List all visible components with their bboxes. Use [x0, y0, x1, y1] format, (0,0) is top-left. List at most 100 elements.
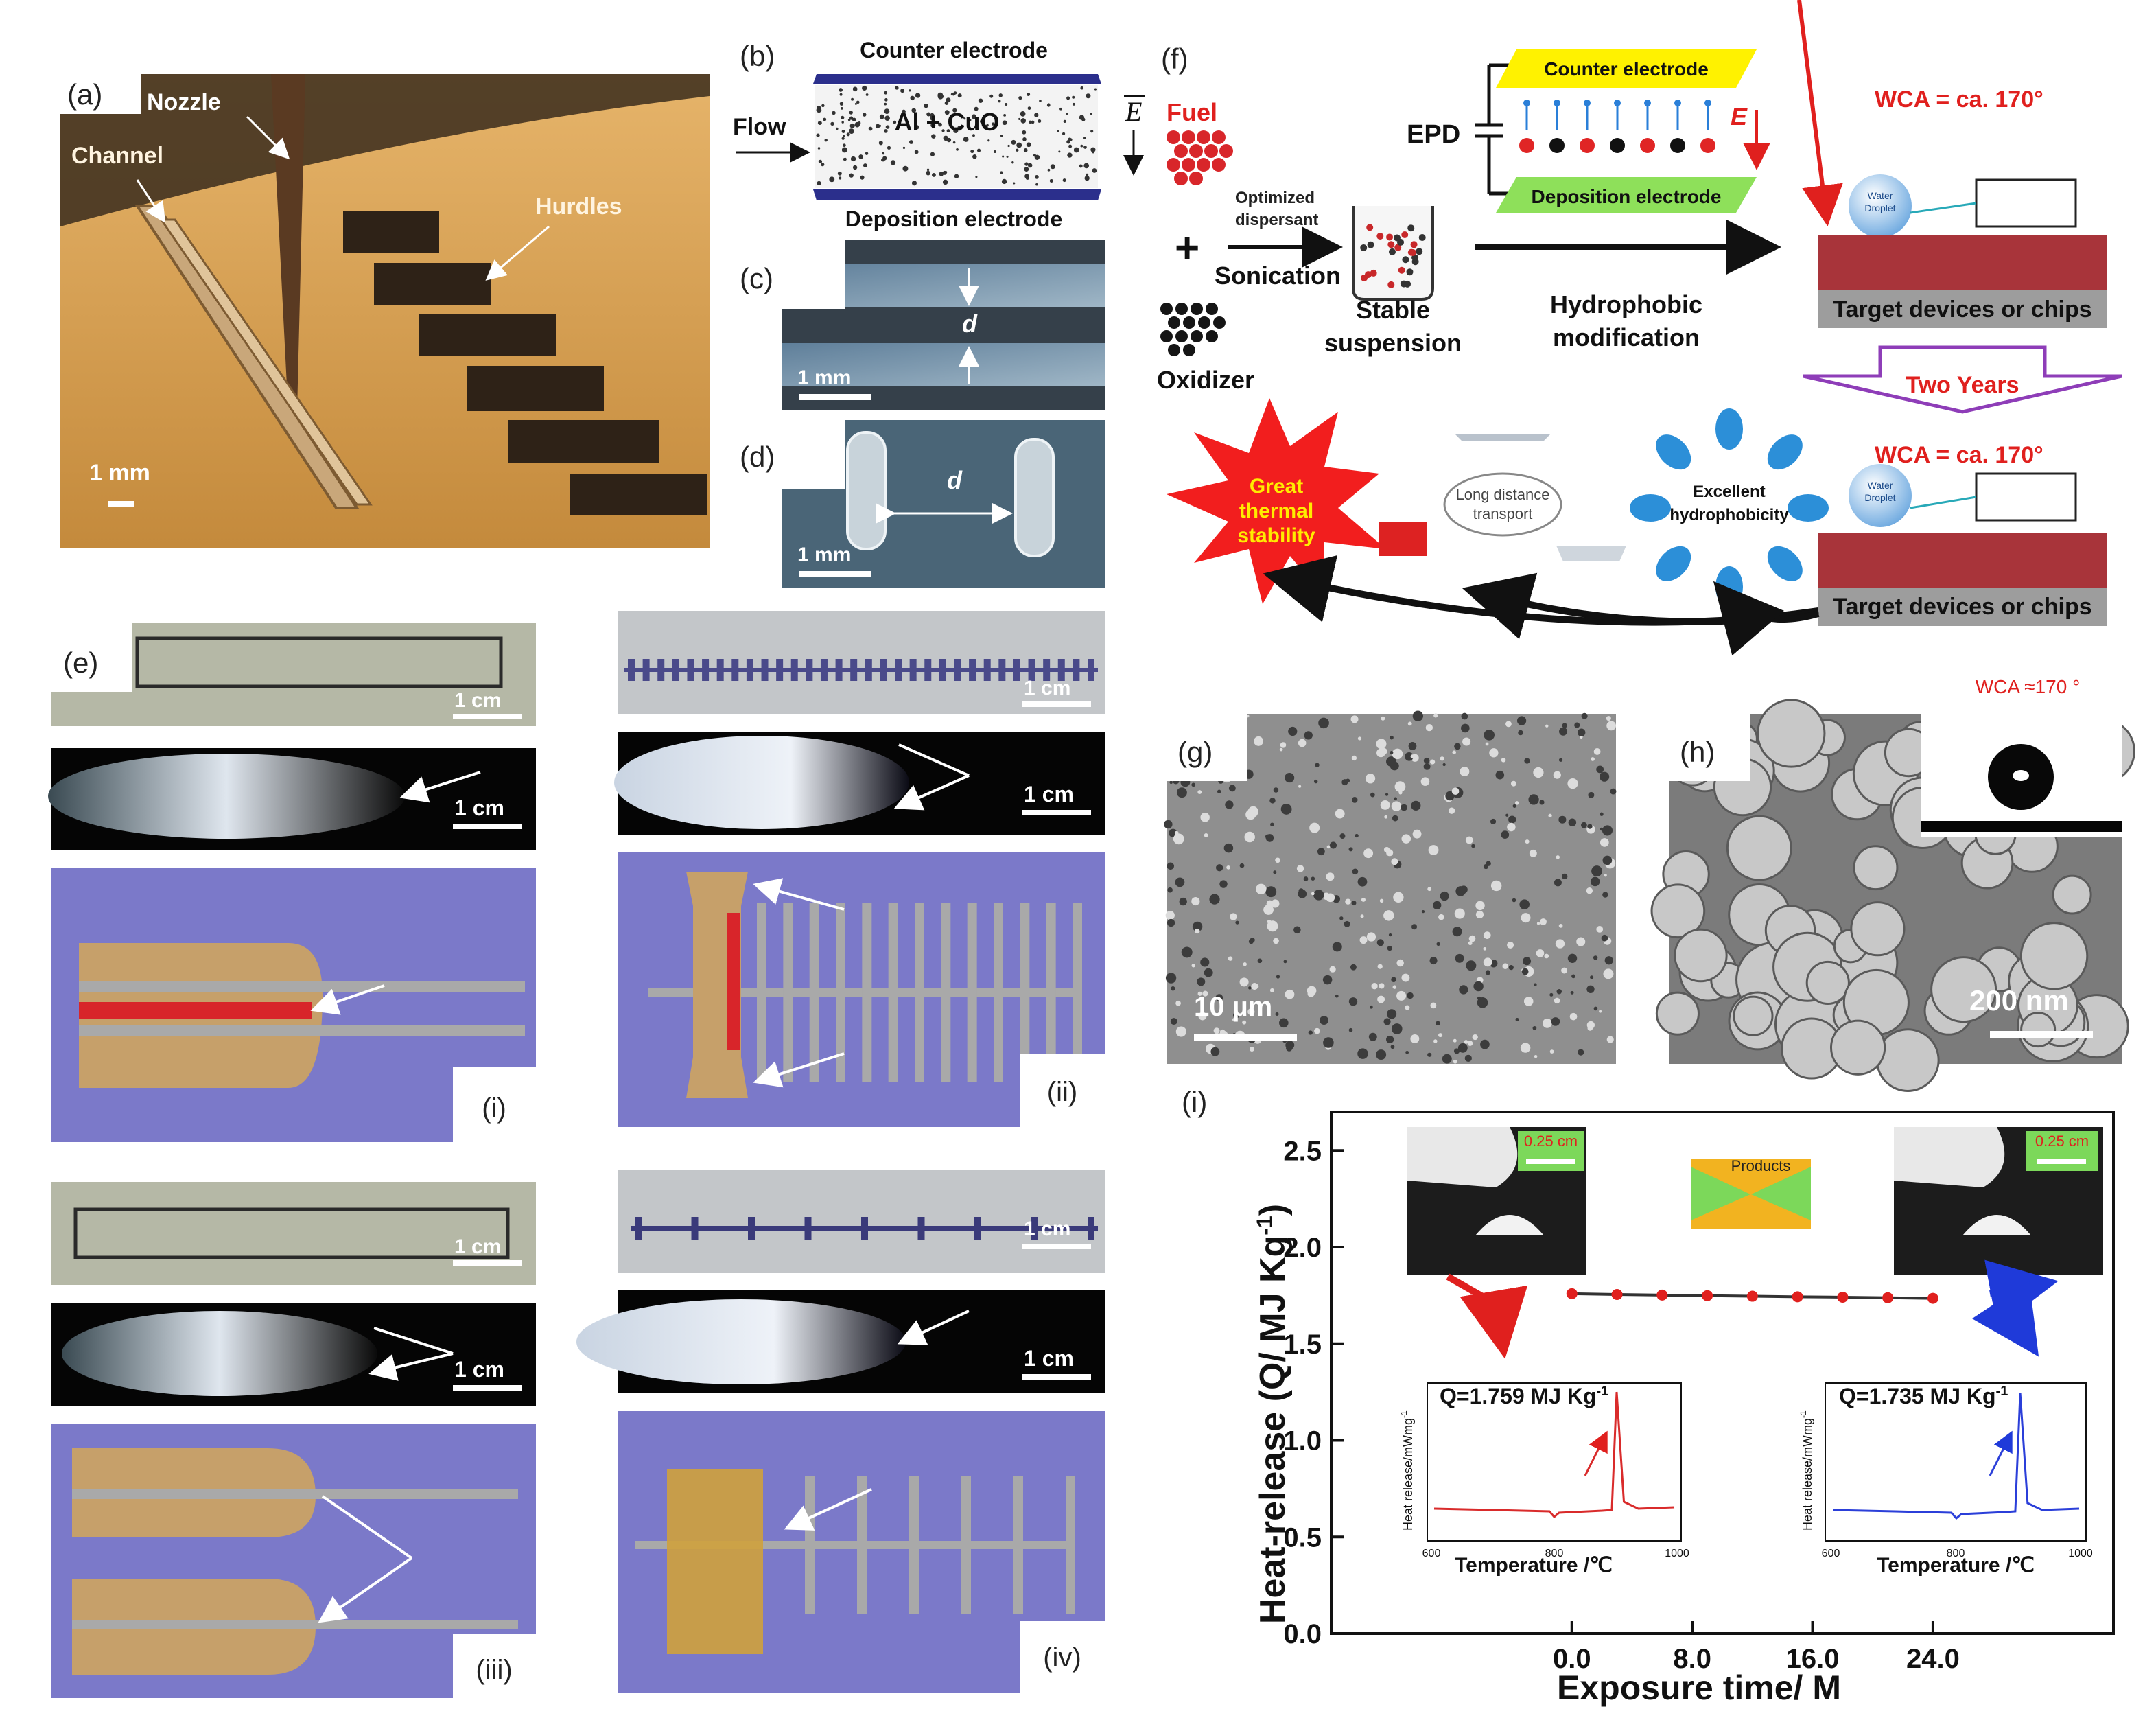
- e3-sub-label-box: [453, 1634, 536, 1698]
- sem-grain: [1562, 873, 1568, 880]
- sem-grain: [1600, 827, 1604, 831]
- particle: [1024, 162, 1029, 166]
- particle: [1024, 174, 1029, 178]
- data-point: [1702, 1290, 1713, 1301]
- particle: [974, 106, 979, 111]
- suspension-particle: [1398, 266, 1405, 274]
- dsc-left-xlabel: Temperature /℃: [1455, 1554, 1613, 1577]
- particle: [968, 119, 972, 121]
- sem-grain: [1559, 727, 1568, 736]
- oxidizer-particle: [1206, 303, 1218, 315]
- hurdle-4: [467, 366, 604, 411]
- sem-grain: [1593, 1006, 1598, 1011]
- sem-grain: [1472, 1034, 1478, 1041]
- suspension-particle: [1376, 233, 1384, 240]
- particle: [915, 125, 919, 130]
- epd-charge: [1523, 100, 1530, 106]
- fuel-particle: [1204, 144, 1218, 158]
- particle: [971, 114, 976, 119]
- particle: [1000, 135, 1003, 137]
- sem-grain: [1285, 773, 1295, 783]
- left-photo-scale-bar: [1526, 1159, 1575, 1164]
- e2-hurdle: [731, 659, 739, 681]
- panel-d-label: (d): [740, 441, 775, 473]
- oxidizer-particle: [1168, 316, 1180, 329]
- sem-grain: [1384, 815, 1388, 819]
- dsc-left-frame: [1427, 1382, 1682, 1542]
- e3-device-scale-label: 1 cm: [454, 1235, 501, 1258]
- oxidizer-particle: [1168, 344, 1180, 356]
- sem-grain: [1363, 848, 1374, 859]
- epd-particle: [1580, 138, 1595, 153]
- sem-grain: [1471, 844, 1475, 848]
- sem-grain: [1401, 804, 1407, 811]
- sem-grain: [1239, 863, 1245, 868]
- coating-layer-bottom: [1818, 533, 2107, 588]
- y-tick-label: 2.0: [1283, 1233, 1322, 1263]
- particle: [885, 125, 890, 129]
- dsc-left-q-label: Q=1.759 MJ Kg-1: [1440, 1384, 1608, 1408]
- nanoparticle: [1829, 1019, 1886, 1076]
- epd-particle: [1700, 138, 1715, 153]
- sem-grain: [1298, 739, 1307, 747]
- e4-sim-hurdle: [909, 1476, 919, 1614]
- sem-grain: [1377, 964, 1383, 969]
- sem-grain: [1554, 879, 1562, 887]
- e2-hurdle: [776, 659, 784, 681]
- particle: [1011, 139, 1016, 145]
- particle: [911, 181, 917, 186]
- e2-sim-hurdle: [862, 903, 872, 1082]
- e2-hurdle: [880, 659, 887, 681]
- sem-grain: [1332, 942, 1342, 952]
- coating-layer-top: [1818, 235, 2107, 290]
- e2-hurdle: [835, 659, 843, 681]
- particle: [963, 117, 966, 120]
- panel-h-scale-bar: [1990, 1031, 2093, 1038]
- fuel-particle: [1174, 172, 1188, 185]
- sem-grain: [1401, 973, 1410, 982]
- sem-grain: [1385, 793, 1389, 796]
- sem-grain: [1593, 748, 1601, 755]
- e2-device-scale-label: 1 cm: [1024, 677, 1070, 699]
- coating-zoom-bottom: [1975, 472, 2077, 522]
- sem-grain: [1298, 888, 1304, 894]
- dsc-inset-left: Q=1.759 MJ Kg-1 Heat release/mWmg-1 600 …: [1399, 1382, 1689, 1577]
- e2-hurdle: [672, 659, 679, 681]
- particle: [1068, 144, 1073, 148]
- sem-grain: [1296, 865, 1304, 872]
- sem-grain: [1304, 731, 1313, 740]
- suspension-particle: [1366, 224, 1374, 231]
- particle: [957, 126, 962, 131]
- particle: [842, 135, 845, 137]
- particle: [946, 129, 950, 133]
- sem-grain: [1376, 1049, 1387, 1060]
- sem-grain: [1460, 767, 1470, 777]
- sem-grain: [1603, 968, 1614, 979]
- sem-grain: [1215, 994, 1223, 1001]
- sem-grain: [1326, 893, 1335, 903]
- sem-grain: [1352, 868, 1359, 875]
- sem-grain: [1489, 748, 1499, 758]
- particle: [914, 150, 919, 154]
- sem-grain: [1421, 910, 1425, 914]
- panel-c-label-box: [782, 240, 845, 309]
- particle: [884, 108, 890, 115]
- sem-grain: [1167, 862, 1175, 870]
- dsc-right-ylabel: Heat release/mWmg-1: [1798, 1410, 1814, 1531]
- epd-particle: [1670, 138, 1685, 153]
- particle: [884, 91, 888, 95]
- nanoparticle: [1930, 956, 1997, 1023]
- e2-flame-scale-label: 1 cm: [1024, 782, 1074, 806]
- sem-grain: [1430, 1002, 1437, 1009]
- particle: [841, 137, 845, 140]
- sem-grain: [1480, 1039, 1490, 1049]
- particle: [957, 93, 962, 98]
- sem-grain: [1593, 955, 1598, 960]
- particle: [1022, 137, 1027, 141]
- sem-grain: [1532, 1026, 1537, 1030]
- transport-cloud: [1443, 472, 1562, 537]
- truck-icon: [1379, 522, 1427, 556]
- water-drop-icon: [1656, 546, 1691, 581]
- sem-grain: [1521, 913, 1531, 923]
